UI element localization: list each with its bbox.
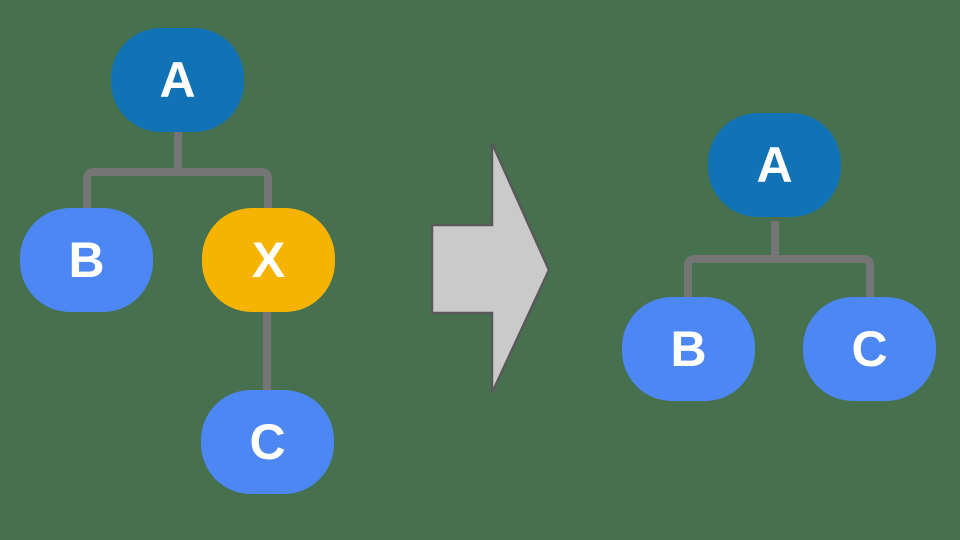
edge-x-c: [263, 310, 271, 392]
node-label: B: [68, 232, 105, 288]
edge-a-children-after: [771, 221, 779, 259]
transform-arrow: [430, 140, 552, 401]
tree-node-after-c: C: [803, 297, 936, 401]
edge-bracket-after: [684, 255, 874, 300]
tree-node-before-c: C: [201, 390, 334, 494]
node-label: A: [756, 137, 793, 193]
tree-node-after-b: B: [622, 297, 755, 401]
tree-node-before-b: B: [20, 208, 153, 312]
node-label: X: [251, 232, 286, 288]
node-label: C: [851, 321, 888, 377]
node-label: A: [159, 52, 196, 108]
edge-a-children: [174, 128, 182, 172]
right-block-arrow-icon: [430, 142, 551, 394]
tree-node-before-a: A: [111, 28, 244, 132]
tree-node-before-x: X: [202, 208, 335, 312]
node-label: C: [249, 414, 286, 470]
edge-bracket-before: [83, 168, 272, 212]
node-label: B: [670, 321, 707, 377]
tree-node-after-a: A: [708, 113, 841, 217]
right-block-arrow-shape: [430, 142, 551, 394]
